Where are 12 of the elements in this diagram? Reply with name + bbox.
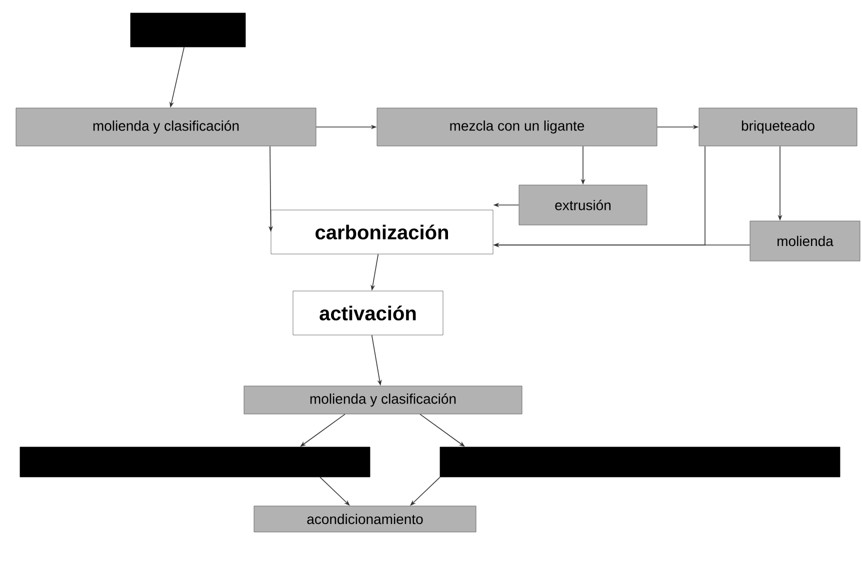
- process-box: molienda: [750, 220, 860, 262]
- process-box: mezcla con un ligante: [376, 108, 658, 146]
- process-box: acondicionamiento: [254, 506, 476, 532]
- step-label-box: activación: [292, 290, 444, 336]
- process-box: briqueteado: [698, 108, 858, 146]
- filled-box: [20, 446, 370, 478]
- step-label-box: carbonización: [270, 210, 494, 254]
- filled-box: [130, 12, 246, 48]
- process-box: molienda y clasificación: [16, 108, 316, 146]
- filled-box: [440, 446, 840, 478]
- process-box: molienda y clasificación: [244, 386, 522, 414]
- process-box: extrusión: [518, 184, 648, 226]
